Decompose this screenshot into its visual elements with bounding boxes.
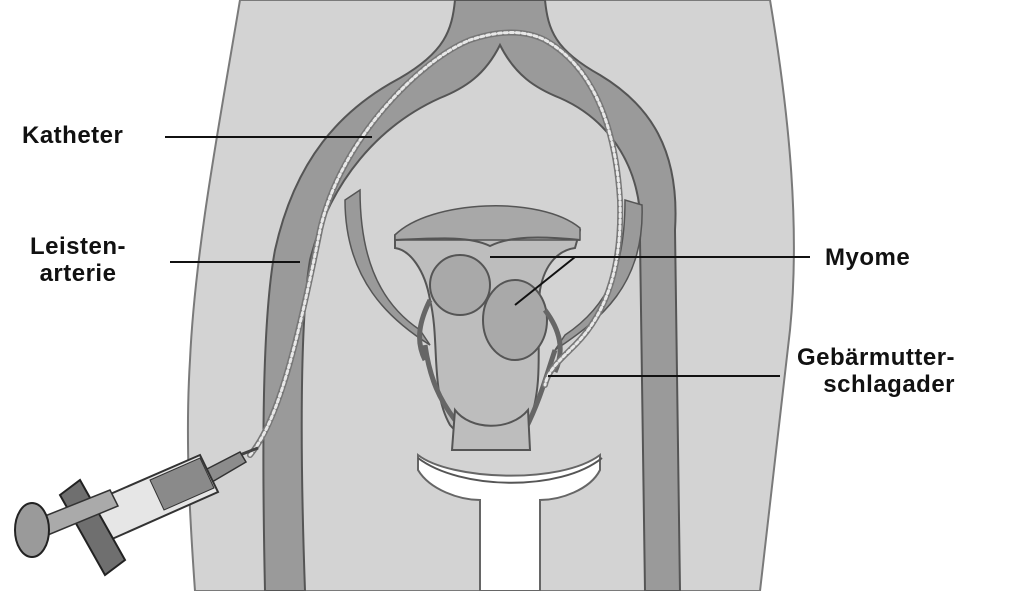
label-leistenarterie-line2: arterie: [30, 260, 126, 287]
myoma-left: [430, 255, 490, 315]
label-myome: Myome: [825, 244, 910, 271]
label-katheter: Katheter: [22, 122, 123, 149]
myoma-right: [483, 280, 547, 360]
label-gebaermutterschlagader: Gebärmutter- schlagader: [797, 344, 955, 398]
syringe-plunger-cap: [15, 503, 49, 557]
label-leistenarterie: Leisten- arterie: [30, 233, 126, 287]
label-gebaermutterschlagader-line2: schlagader: [797, 371, 955, 398]
label-leistenarterie-line1: Leisten-: [30, 233, 126, 260]
label-gebaermutterschlagader-line1: Gebärmutter-: [797, 344, 955, 371]
